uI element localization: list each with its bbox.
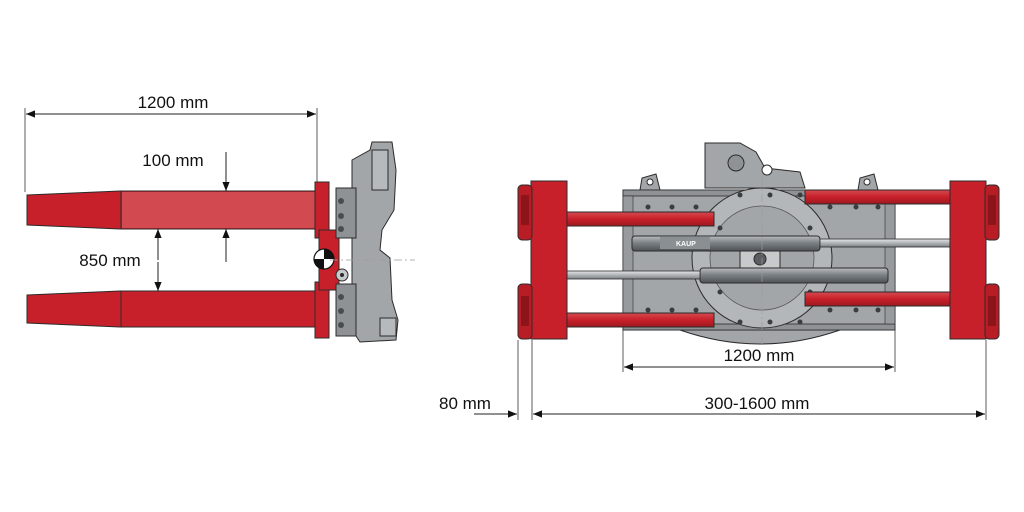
frame-width-dimension: 1200 mm [622,330,896,372]
lifting-eye-left [639,173,661,191]
kaup-logo: KAUP [676,241,696,248]
side-rotator-housing [335,141,399,343]
left-clamp-arm [517,180,715,340]
right-clamp-arm [804,180,1000,340]
side-view: 1200 mm 100 mm 850 mm [24,93,415,343]
upper-hydraulic-cylinder: KAUP [631,235,977,252]
opening-dimension: 80 mm 300-1600 mm [439,340,987,420]
frame-bolts [645,192,881,325]
arm-spacing-dimension: 850 mm [79,229,162,291]
fork-length-label: 1200 mm [138,93,209,112]
fork-length-dimension: 1200 mm [24,93,318,192]
opening-range-label: 300-1600 mm [705,394,810,413]
upper-fork-arm [26,181,330,239]
front-view: KAUP [439,142,1000,420]
arm-height-label: 100 mm [142,151,203,170]
lower-fork-arm [26,281,330,339]
main-frame [622,187,896,331]
center-of-gravity-symbol [313,248,335,270]
frame-width-label: 1200 mm [724,346,795,365]
pad-thickness-label: 80 mm [439,394,491,413]
arm-spacing-label: 850 mm [79,251,140,270]
lifting-eye-right [857,173,879,191]
arm-height-dimension: 100 mm [142,151,230,262]
lower-hydraulic-cylinder [545,267,889,284]
